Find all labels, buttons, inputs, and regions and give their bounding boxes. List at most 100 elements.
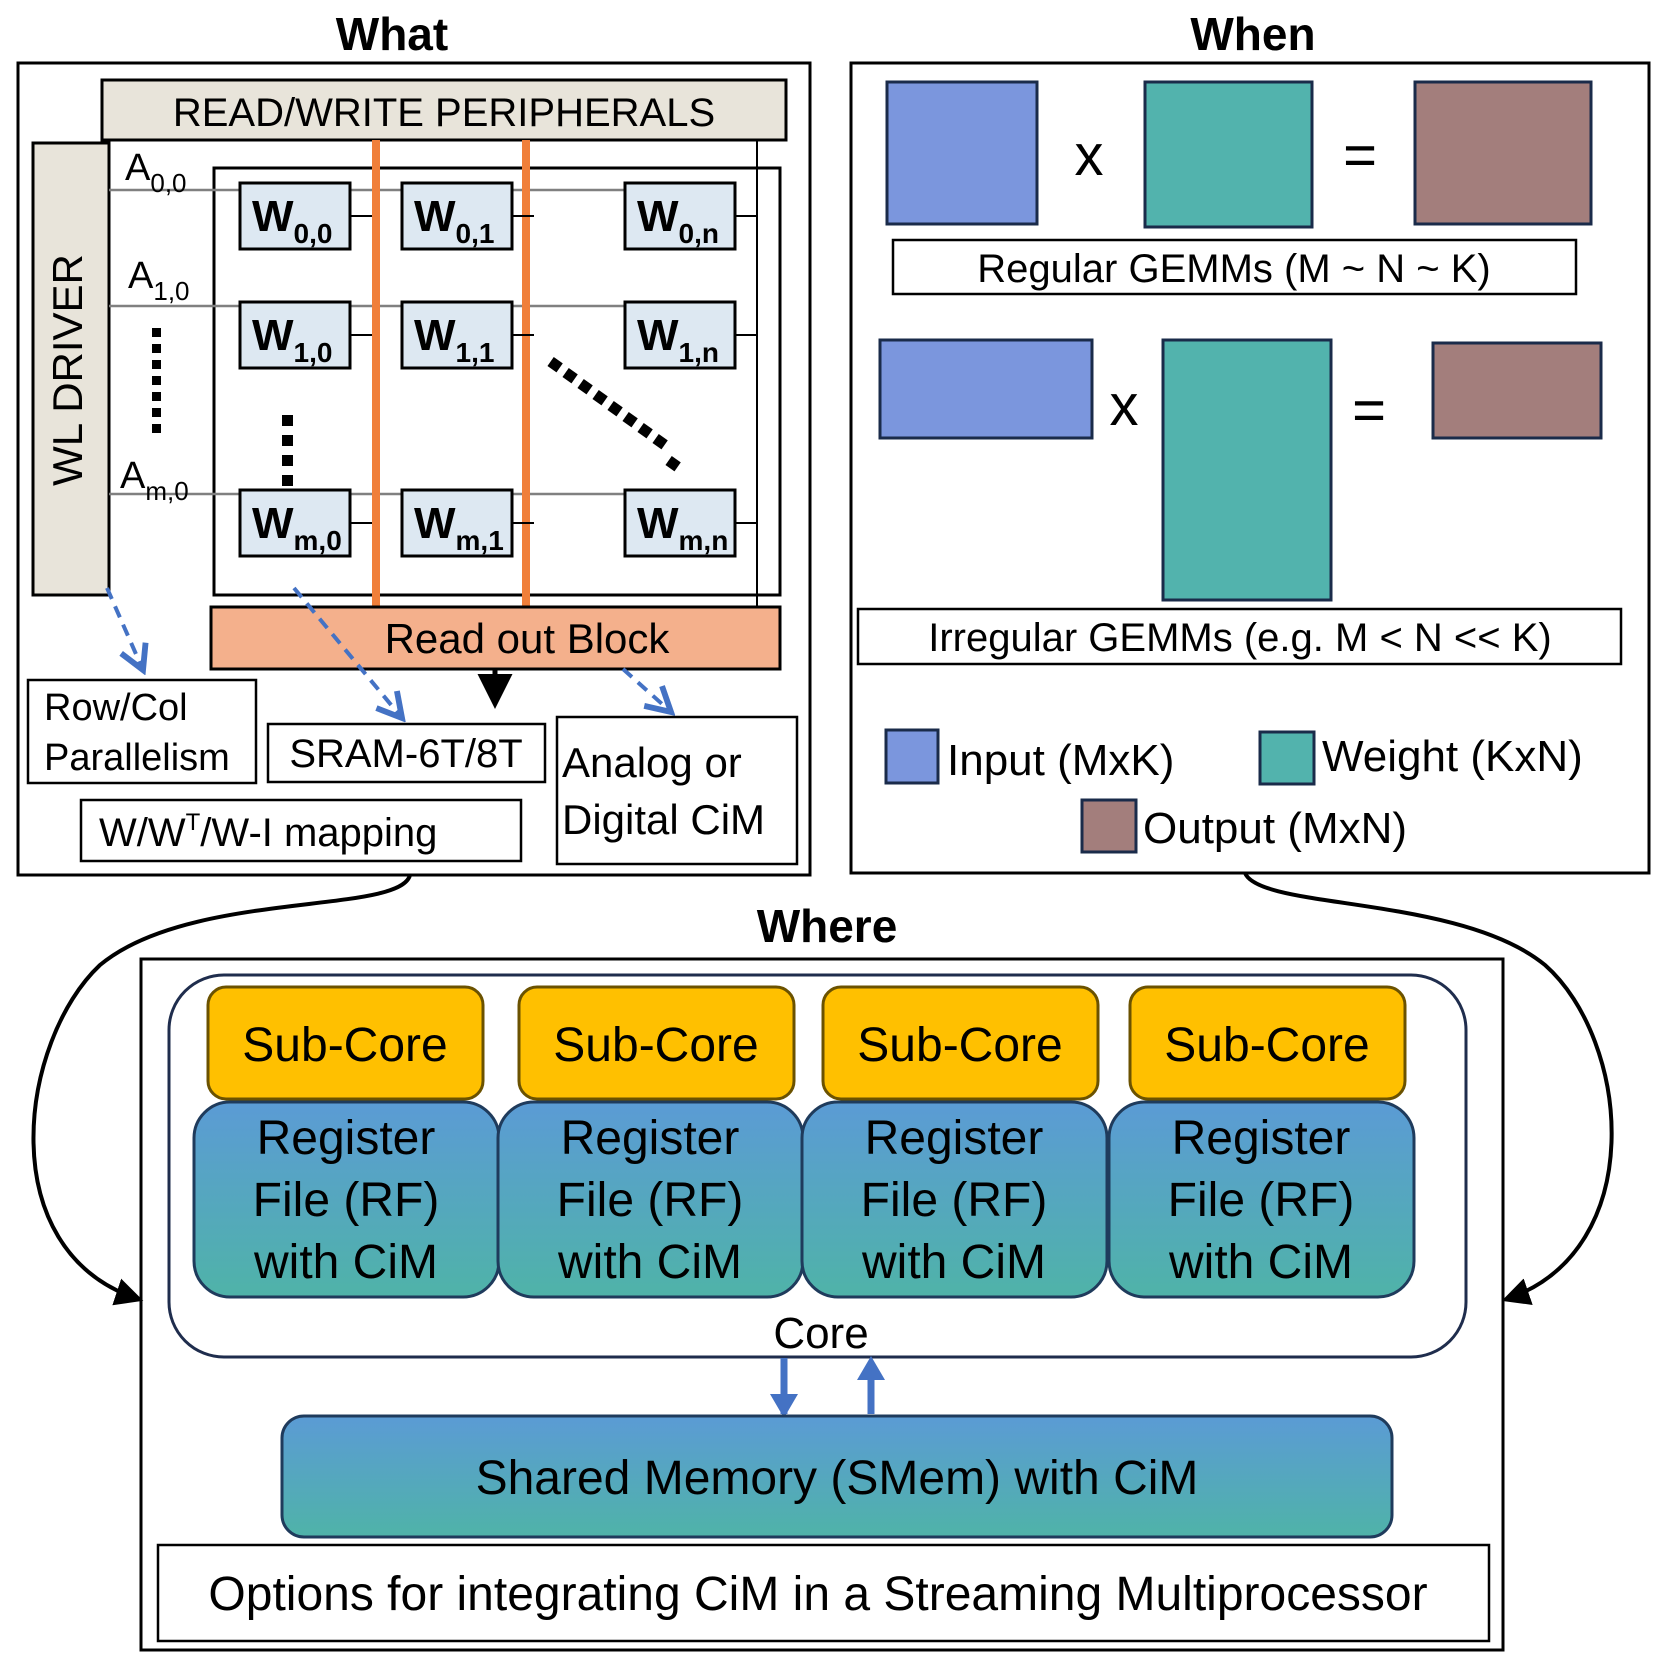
- sram-label: SRAM-6T/8T: [289, 732, 522, 776]
- irregular-weight-matrix: [1161, 338, 1333, 602]
- weight-cell-label: W1,n: [637, 311, 719, 368]
- weight-cell: W1,1: [400, 300, 534, 370]
- rowcol-line2: Parallelism: [44, 737, 230, 779]
- when-panel: [849, 61, 1651, 875]
- regular-gemm-box: [891, 238, 1578, 296]
- memory-array-box: [212, 166, 782, 597]
- where-title: Where: [757, 900, 898, 952]
- sram-box: [266, 722, 547, 784]
- what-title: What: [336, 8, 448, 60]
- legend-output-label: Output (MxN): [1143, 804, 1407, 853]
- weight-cell-label: W0,1: [414, 192, 494, 249]
- dashed-arrow-sram: [292, 586, 402, 718]
- sub-core-label: Sub-Core: [242, 1019, 447, 1072]
- irregular-equals: =: [1352, 378, 1386, 443]
- caption-box: [156, 1543, 1491, 1643]
- sub-core-label: Sub-Core: [1164, 1019, 1369, 1072]
- weight-cell-label: Wm,1: [414, 499, 504, 556]
- legend-output-swatch: [1080, 798, 1138, 854]
- weight-cell-label: Wm,0: [252, 499, 342, 556]
- weight-cell: Wm,n: [623, 488, 757, 558]
- weight-cell: W0,0: [238, 181, 372, 251]
- analog-line1: Analog or: [562, 739, 742, 786]
- sub-core-label: Sub-Core: [857, 1019, 1062, 1072]
- register-file-line3: with CiM: [861, 1236, 1046, 1289]
- register-file-line1: Register: [1172, 1112, 1351, 1165]
- weight-cell: W0,1: [400, 181, 534, 251]
- read-write-peripherals-bar: [100, 78, 788, 142]
- sub-core-block: [1128, 985, 1407, 1101]
- row-label-a10: A1,0: [128, 255, 190, 306]
- irregular-input-matrix: [878, 338, 1094, 440]
- sub-core-block: [206, 985, 485, 1101]
- wl-driver-bar: [31, 141, 111, 597]
- sub-core-label: Sub-Core: [553, 1019, 758, 1072]
- shared-memory-block: [280, 1414, 1394, 1539]
- core-to-smem-arrowhead: [770, 1394, 798, 1418]
- weight-cell-label: W1,1: [414, 311, 494, 368]
- rowcol-box: [26, 678, 258, 785]
- legend-input-swatch: [884, 728, 940, 785]
- diagonal-ellipsis: [547, 357, 681, 472]
- when-title: When: [1190, 8, 1315, 60]
- irregular-times: x: [1110, 373, 1139, 438]
- legend-weight-swatch: [1258, 730, 1316, 786]
- vertical-ellipsis-left: [152, 328, 161, 433]
- row-label-a00: A0,0: [125, 147, 187, 198]
- regular-output-matrix: [1413, 80, 1593, 226]
- weight-cell: W1,0: [238, 300, 372, 370]
- weight-cell-label: W0,0: [252, 192, 332, 249]
- register-file-line1: Register: [865, 1112, 1044, 1165]
- sub-core-block: [821, 985, 1100, 1101]
- row-label-am0: Am,0: [120, 455, 189, 506]
- weight-cell: W0,n: [623, 181, 757, 251]
- register-file-line2: File (RF): [861, 1174, 1048, 1227]
- dashed-arrow-rowcol: [105, 587, 143, 670]
- when-to-where-arrow: [1243, 871, 1614, 1305]
- weight-cell-label: Wm,n: [637, 499, 728, 556]
- regular-times: x: [1075, 123, 1104, 188]
- register-file-line2: File (RF): [557, 1174, 744, 1227]
- legend-weight-label: Weight (KxN): [1322, 732, 1583, 781]
- register-file-line1: Register: [257, 1112, 436, 1165]
- irregular-gemm-box: [856, 607, 1623, 666]
- mapping-label: W/WT/W-I mapping: [99, 809, 437, 855]
- legend-input-label: Input (MxK): [947, 736, 1174, 785]
- regular-equals: =: [1343, 123, 1377, 188]
- what-to-where-arrow: [31, 874, 412, 1306]
- register-file-line1: Register: [561, 1112, 740, 1165]
- weight-cell-label: W1,0: [252, 311, 332, 368]
- vertical-ellipsis-array: [282, 415, 293, 486]
- weight-cell-label: W0,n: [637, 192, 719, 249]
- regular-weight-matrix: [1143, 80, 1314, 229]
- read-write-peripherals-label: READ/WRITE PERIPHERALS: [173, 91, 715, 135]
- register-file-line2: File (RF): [253, 1174, 440, 1227]
- register-file-block: [800, 1100, 1109, 1299]
- smem-to-core-arrowhead: [857, 1356, 885, 1380]
- shared-memory-label: Shared Memory (SMem) with CiM: [476, 1452, 1199, 1505]
- register-file-line3: with CiM: [557, 1236, 742, 1289]
- analog-line2: Digital CiM: [562, 796, 765, 843]
- register-file-line3: with CiM: [253, 1236, 438, 1289]
- regular-gemm-label: Regular GEMMs (M ~ N ~ K): [977, 247, 1490, 291]
- word-lines: [109, 185, 682, 496]
- readout-block-label: Read out Block: [385, 615, 671, 662]
- weight-cell: Wm,0: [238, 488, 372, 558]
- sub-core-block: [517, 985, 796, 1101]
- register-file-line2: File (RF): [1168, 1174, 1355, 1227]
- weight-cell: W1,n: [623, 300, 757, 370]
- irregular-output-matrix: [1431, 341, 1603, 440]
- mapping-box: [79, 798, 523, 863]
- core-label: Core: [773, 1309, 868, 1358]
- dashed-arrow-analog: [621, 667, 671, 712]
- irregular-gemm-label: Irregular GEMMs (e.g. M < N << K): [928, 616, 1552, 660]
- weight-cell: Wm,1: [400, 488, 534, 558]
- wl-driver-label: WL DRIVER: [44, 254, 91, 486]
- rowcol-line1: Row/Col: [44, 687, 188, 729]
